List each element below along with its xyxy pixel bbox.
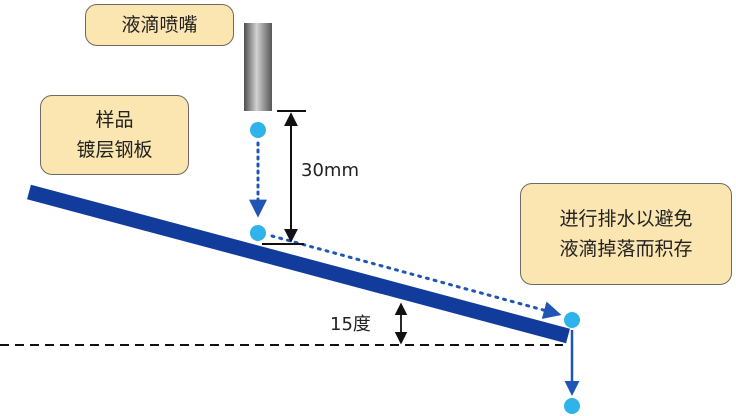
- angle-label: 15度: [330, 314, 371, 335]
- droplet-fallen: [564, 398, 580, 414]
- nozzle-label-box: 液滴喷嘴: [85, 4, 234, 46]
- nozzle-icon: [244, 23, 272, 111]
- height-label: 30mm: [301, 160, 359, 181]
- droplet-impact: [250, 225, 266, 241]
- drainage-line-2: 液滴掉落而积存: [559, 238, 693, 260]
- drainage-line-1: 进行排水以避免: [559, 208, 693, 230]
- droplet-edge: [564, 312, 580, 328]
- sliding-trajectory: [270, 234, 562, 319]
- drainage-label-box: 进行排水以避免 液滴掉落而积存: [520, 183, 732, 285]
- sample-material: 镀层钢板: [76, 139, 153, 161]
- nozzle-label: 液滴喷嘴: [121, 14, 198, 36]
- inclined-plate: [27, 184, 570, 344]
- sample-label-box: 样品 镀层钢板: [40, 95, 189, 175]
- droplet-start: [250, 122, 266, 138]
- sample-title: 样品: [95, 109, 134, 131]
